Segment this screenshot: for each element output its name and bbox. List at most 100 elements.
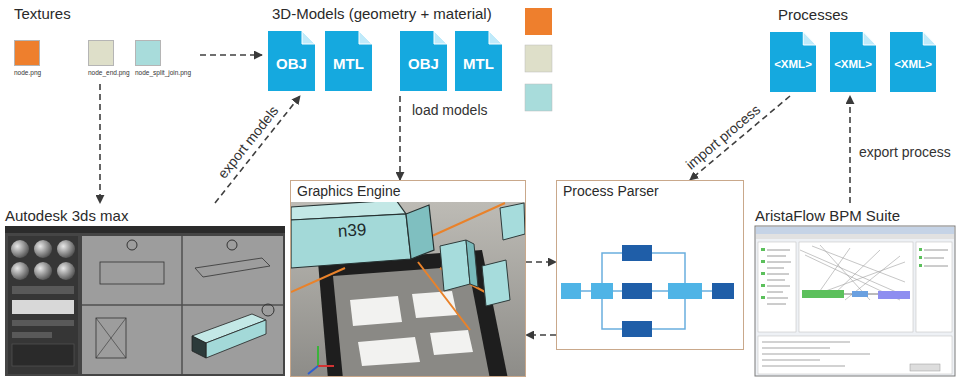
bpm-screenshot	[802, 290, 844, 298]
texture-name: node_split_join.png	[135, 69, 191, 76]
tool-block: Autodesk 3ds max	[3, 203, 287, 377]
process-graph	[622, 245, 652, 261]
ar-screenshot	[500, 203, 525, 240]
process-graph	[668, 283, 702, 299]
texture-tile: node_end.png	[88, 40, 134, 80]
node-tag: n39	[337, 221, 367, 242]
bpm-screenshot	[762, 342, 870, 366]
file-icon: OBJ	[400, 31, 447, 91]
bpm-screenshot	[799, 242, 913, 332]
process-graph	[712, 283, 734, 299]
ar-screenshot	[291, 214, 411, 268]
modeling-screenshot	[262, 304, 274, 316]
file-shape	[830, 32, 876, 92]
file-shape	[268, 31, 315, 91]
file-shape	[770, 32, 816, 92]
file-name: <XML>	[894, 52, 932, 71]
block-heading: AristaFlow BPM Suite	[755, 207, 900, 224]
process-graph	[622, 321, 652, 337]
file-name: MTL	[463, 49, 494, 72]
texture-group: Texturesnode.pngnode_end.pngnode_split_j…	[10, 4, 200, 84]
file-icon: MTL	[325, 31, 372, 91]
bpm-screenshot	[761, 248, 765, 251]
file-icon: MTL	[455, 31, 502, 91]
modeling-screenshot	[96, 318, 126, 358]
modeling-screenshot	[82, 236, 283, 374]
material-swatches	[525, 84, 552, 111]
texture-tile: node.png	[14, 40, 46, 80]
modeling-screenshot	[11, 240, 29, 258]
block-heading: 3D-Models (geometry + material)	[272, 5, 492, 22]
texture-name: node_end.png	[88, 69, 130, 76]
process-graph	[581, 253, 712, 329]
bpm-screenshot	[800, 245, 910, 300]
file-name: OBJ	[408, 49, 439, 72]
block-heading: Graphics Engine	[297, 183, 401, 199]
file-fold	[803, 32, 816, 45]
modeling-screenshot	[5, 226, 285, 233]
block-heading: Processes	[778, 6, 848, 23]
bpm-screenshot	[919, 248, 922, 251]
bpm-screenshot	[755, 226, 955, 376]
bpm-screenshot	[878, 291, 910, 299]
bpm-screenshot	[756, 227, 954, 234]
edge-label: export models	[213, 101, 283, 183]
file-icon: <XML>	[770, 32, 816, 92]
dashed-arrow	[690, 96, 790, 180]
modeling-screenshot	[34, 262, 52, 280]
process-graph	[591, 283, 613, 299]
ar-screenshot	[350, 296, 402, 326]
component-box: Graphics Engine	[290, 180, 526, 377]
file-fold	[923, 32, 936, 45]
ar-screenshot	[466, 240, 478, 287]
modeling-screenshot	[127, 240, 137, 250]
edge-label: import process	[681, 100, 765, 174]
file-shape	[400, 31, 447, 91]
file-shape	[455, 31, 502, 91]
dashed-arrow	[849, 96, 851, 203]
texture-tile: node_split_join.png	[135, 40, 196, 80]
modeling-screenshot	[5, 226, 285, 376]
modeling-screenshot	[12, 286, 74, 294]
modeling-screenshot	[82, 236, 283, 374]
dashed-arrow	[526, 334, 556, 336]
bpm-screenshot	[758, 242, 796, 332]
block-heading: Autodesk 3ds max	[5, 207, 128, 224]
process-group: Processes <XML> <XML> <XML>	[765, 4, 943, 96]
process-graph	[561, 283, 581, 299]
file-name: MTL	[333, 49, 364, 72]
file-shape	[325, 31, 372, 91]
ar-screenshot	[317, 346, 319, 366]
modeling-screenshot	[57, 262, 75, 280]
file-name: <XML>	[774, 52, 812, 71]
file-name: <XML>	[834, 52, 872, 71]
modeling-screenshot	[227, 240, 237, 250]
process-graph	[622, 283, 652, 299]
ar-screenshot	[430, 330, 473, 355]
modeling-screenshot	[195, 258, 270, 277]
bpm-screenshot	[761, 272, 765, 275]
bpm-screenshot	[755, 226, 955, 376]
dashed-arrow	[399, 96, 401, 180]
process-graph	[561, 245, 734, 337]
file-fold	[863, 32, 876, 45]
bpm-screenshot	[924, 250, 948, 266]
bpm-screenshot	[756, 234, 954, 239]
texture-swatch	[135, 40, 161, 66]
modeling-screenshot	[12, 332, 52, 338]
ar-screenshot	[318, 250, 508, 376]
ar-screenshot	[308, 366, 318, 374]
modeling-screenshot	[12, 320, 74, 326]
ar-screenshot	[291, 202, 525, 376]
ar-screenshot	[291, 203, 505, 330]
texture-name: node.png	[14, 69, 41, 76]
material-swatches	[525, 8, 552, 35]
bpm-screenshot	[761, 284, 765, 287]
file-fold	[434, 31, 447, 44]
modeling-screenshot	[12, 344, 74, 366]
ar-screenshot	[482, 260, 510, 306]
dashed-arrow	[526, 261, 556, 263]
modeling-screenshot	[96, 318, 126, 358]
file-icon: <XML>	[830, 32, 876, 92]
